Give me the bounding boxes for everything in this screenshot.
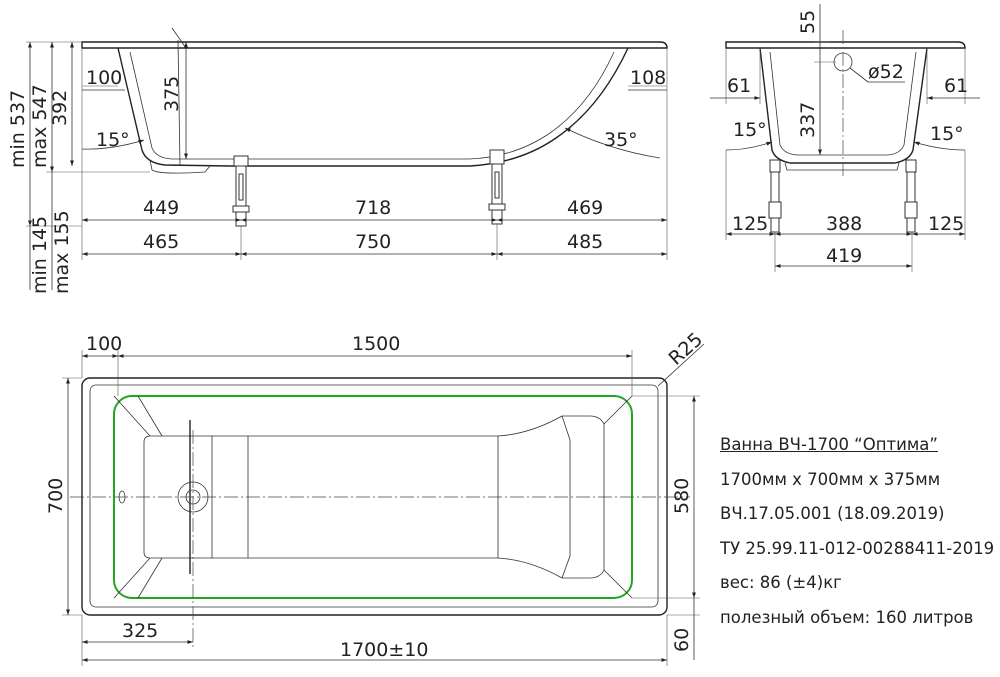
- end-angle-right-label: 15°: [930, 123, 964, 145]
- plan-view: 100 1500 R25 700 580 60 325 1700±10: [45, 328, 707, 666]
- side-overflow: [177, 39, 181, 167]
- end-body-outline: [759, 47, 928, 164]
- leg-right: [488, 149, 506, 225]
- side-max155-label: max 155: [51, 210, 73, 294]
- end-leg-right: [904, 159, 918, 233]
- side-row1-left: 449: [143, 197, 179, 219]
- end-drain-label: ø52: [868, 61, 904, 83]
- plan-length-label: 1700±10: [340, 639, 428, 661]
- end-lip-left-label: 61: [727, 75, 751, 97]
- spec-title: Ванна ВЧ-1700 “Оптима”: [720, 435, 938, 454]
- end-leg-left: [768, 159, 782, 233]
- leg-left: [232, 155, 250, 227]
- spec-block: Ванна ВЧ-1700 “Оптима” 1700мм х 700мм х …: [720, 428, 995, 635]
- side-min537-label: min 537: [7, 90, 29, 168]
- spec-volume: полезный объем: 160 литров: [720, 607, 974, 627]
- side-lip-right-label: 108: [630, 67, 666, 89]
- end-top-label: 55: [797, 10, 819, 34]
- side-lip-left-label: 100: [86, 67, 122, 89]
- spec-weight: вес: 86 (±4)кг: [720, 573, 842, 592]
- plan-radius-label: R25: [665, 328, 708, 369]
- spec-tu: ТУ 25.99.11-012-00288411-2019: [720, 538, 995, 558]
- end-row1-left: 125: [732, 213, 768, 235]
- side-row2-mid: 750: [355, 231, 391, 253]
- end-rim: [725, 41, 966, 49]
- plan-top-main-label: 1500: [352, 333, 400, 355]
- end-row1-mid: 388: [826, 213, 862, 235]
- plan-outer-rim: [81, 377, 668, 616]
- side-rim: [81, 41, 668, 49]
- end-lip-right-label: 61: [944, 75, 968, 97]
- side-392-label: 392: [49, 90, 71, 126]
- plan-inner-width-label: 580: [671, 478, 693, 514]
- side-view: min 537 max 547 392 min 145 max 155 375 …: [7, 27, 668, 294]
- spec-code: ВЧ.17.05.001 (18.09.2019): [720, 504, 945, 523]
- side-row2-left: 465: [143, 231, 179, 253]
- side-angle-right-label: 35°: [604, 129, 638, 151]
- end-depth-label: 337: [797, 102, 819, 138]
- side-foot-skid: [149, 159, 211, 174]
- side-depth-label: 375: [161, 76, 183, 112]
- side-row1-mid: 718: [355, 197, 391, 219]
- end-view: 55 ø52 61 61 337 15° 15° 125 388 125 419: [710, 4, 980, 272]
- end-row1-right: 125: [928, 213, 964, 235]
- side-min145-label: min 145: [29, 216, 51, 294]
- plan-drain-offset-label: 325: [122, 620, 158, 642]
- plan-top-left-label: 100: [86, 333, 122, 355]
- side-row2-right: 485: [567, 231, 603, 253]
- side-max547-label: max 547: [29, 84, 51, 168]
- side-angle-left-label: 15°: [96, 129, 130, 151]
- plan-width-label: 700: [45, 478, 67, 514]
- side-body-outline: [117, 47, 629, 167]
- end-angle-left-label: 15°: [733, 119, 767, 141]
- side-row1-right: 469: [567, 197, 603, 219]
- side-body-inner: [129, 51, 615, 160]
- spec-size: 1700мм х 700мм х 375мм: [720, 469, 941, 489]
- plan-rim-label: 60: [671, 628, 693, 652]
- end-total-label: 419: [826, 245, 862, 267]
